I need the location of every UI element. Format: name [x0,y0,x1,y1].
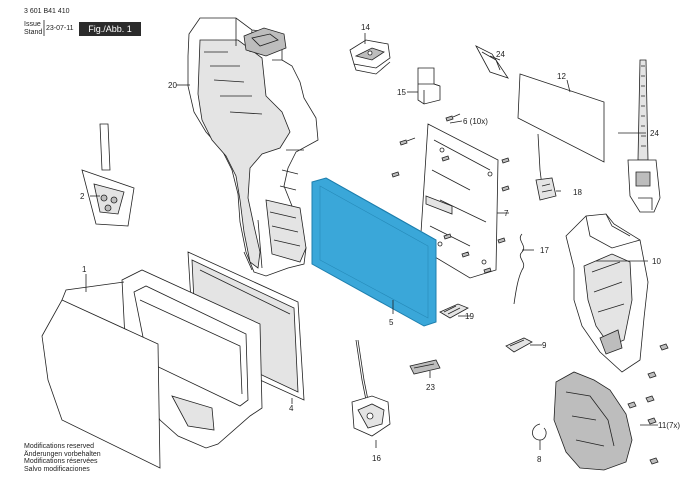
part-8-hook [532,423,547,441]
footer-line-es: Salvo modificaciones [24,465,90,473]
issue-label: Issue [24,21,41,28]
part-5-display-highlighted [311,177,437,327]
footer-line-fr: Modifications réservées [24,458,98,466]
callout-6: 6 (10x) [463,117,488,126]
part-24-antenna [627,59,661,213]
part-23-sticker [409,359,441,375]
part-15-clip [417,67,441,105]
issue-date: 23-07-11 [46,25,74,32]
part-16-cable [351,339,391,437]
part-24-label-sticker [475,45,509,79]
callout-15: 15 [397,88,406,97]
part-2-keypad [81,123,135,227]
figure-label: Fig./Abb. 1 [79,22,141,36]
grip-handle [553,371,633,471]
callout-24-antenna: 24 [650,129,659,138]
callout-2: 2 [80,192,85,201]
callout-leaders [85,33,658,450]
part-19-plug [439,303,469,319]
callout-19: 19 [465,312,474,321]
part-12-panel [517,73,605,163]
callout-12: 12 [557,72,566,81]
callout-5: 5 [389,318,394,327]
footer-line-de: Änderungen vorbehalten [24,450,101,458]
callout-4: 4 [289,404,294,413]
callout-23: 23 [426,383,435,392]
footer-line-en: Modifications reserved [24,443,95,450]
part-10-rear-housing [565,213,649,373]
callout-17: 17 [540,246,549,255]
callout-8: 8 [537,455,542,464]
callout-7: 7 [504,209,509,218]
part-9-button [505,337,533,353]
callout-10: 10 [652,257,661,266]
callout-18: 18 [573,188,582,197]
footer-notice: Modifications reserved Änderungen vorbeh… [24,443,101,473]
part-11-screws [627,343,669,465]
part-18-connector [535,133,557,201]
callout-14: 14 [361,23,370,32]
callout-16: 16 [372,454,381,463]
callout-1: 1 [82,265,87,274]
part-14-latch [349,39,391,75]
callout-9: 9 [542,341,547,350]
callout-24-top: 24 [496,50,505,59]
callout-11: 11(7x) [658,421,680,430]
part-17-spring [513,233,525,305]
part-20-housing-shell [187,17,319,277]
part-6-screws [391,113,510,274]
document-number: 3 601 B41 410 [24,8,70,15]
part-7-circuit-board [419,123,499,279]
part-1-window [41,281,161,469]
callout-20: 20 [168,81,177,90]
stand-label: Stand [24,29,43,36]
callout-labels: 20 14 15 24 12 6 (10x) 7 18 17 10 24 5 1… [80,23,680,464]
